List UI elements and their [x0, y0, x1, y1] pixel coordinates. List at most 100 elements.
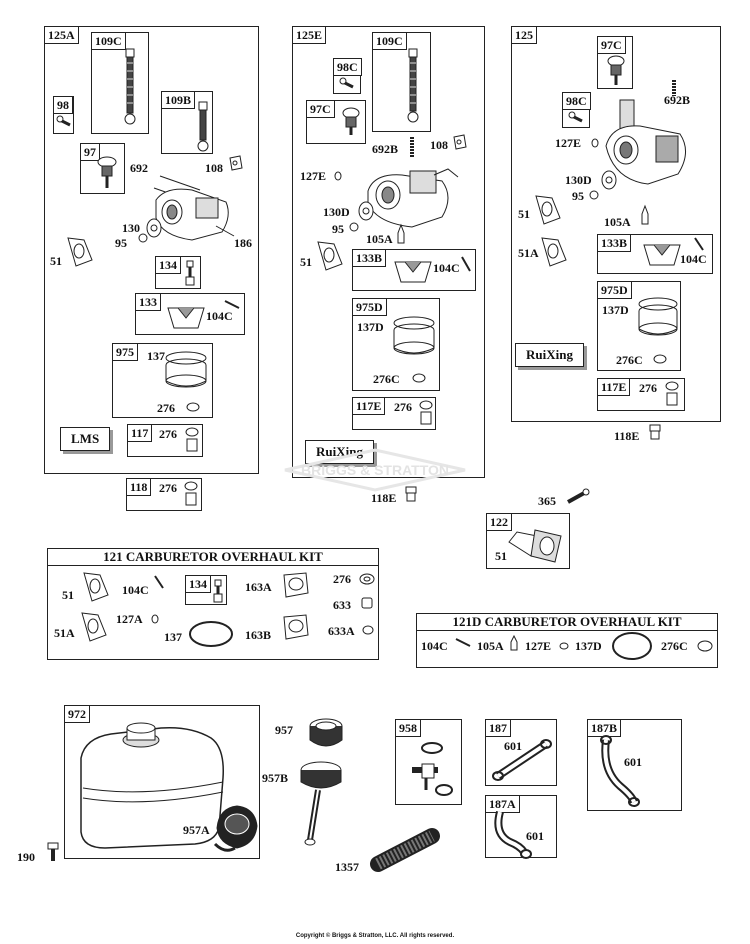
callout-601: 601 — [624, 755, 642, 769]
jet-icon — [213, 579, 223, 603]
panel-125: 125 — [511, 26, 721, 422]
callout-51A: 51A — [518, 246, 539, 260]
part-label[interactable]: 187 — [485, 719, 511, 737]
gasket-icon — [81, 612, 107, 642]
callout-108: 108 — [430, 138, 448, 152]
fuel-hose-icon — [370, 828, 440, 872]
needle-icon — [641, 204, 649, 225]
oring-icon — [334, 171, 342, 181]
gasket-icon — [146, 218, 162, 238]
callout-601: 601 — [526, 829, 544, 843]
callout-51: 51 — [300, 255, 312, 269]
callout-137D: 137D — [575, 639, 602, 653]
fuel-cap-icon — [309, 718, 343, 747]
part-label[interactable]: 98C — [333, 58, 362, 76]
callout-190: 190 — [17, 850, 35, 864]
callout-95: 95 — [332, 222, 344, 236]
part-label[interactable]: 975D — [597, 281, 632, 299]
part-972-box: 972 957A — [64, 705, 260, 859]
drain-screw-icon — [185, 427, 199, 452]
part-134-box: 134 — [185, 575, 227, 605]
part-133B-box: 133B 104C — [352, 249, 476, 291]
part-label[interactable]: 117E — [352, 397, 386, 415]
solenoid-icon — [97, 156, 117, 188]
callout-105A: 105A — [366, 232, 393, 246]
part-label[interactable]: 109B — [161, 91, 196, 109]
gasket-icon — [283, 572, 309, 598]
part-97-box: 97 — [80, 143, 125, 194]
part-label[interactable]: 117 — [127, 424, 153, 442]
callout-365: 365 — [538, 494, 556, 508]
spacer-icon — [508, 529, 562, 563]
callout-51: 51 — [62, 588, 74, 602]
part-label[interactable]: 109C — [91, 32, 126, 50]
panel-125A: 125A — [44, 26, 259, 474]
part-label[interactable]: 958 — [395, 719, 421, 737]
gasket-icon — [229, 155, 243, 171]
callout-276: 276 — [157, 401, 175, 415]
part-133B-box: 133B 104C — [597, 234, 713, 274]
callout-276C: 276C — [616, 353, 643, 367]
callout-104C: 104C — [421, 639, 448, 653]
float-icon — [643, 244, 681, 266]
callout-127E: 127E — [555, 136, 582, 150]
solenoid-icon — [342, 107, 360, 135]
callout-601: 601 — [504, 739, 522, 753]
callout-104C: 104C — [206, 309, 233, 323]
carburetor-icon — [153, 175, 235, 241]
callout-130D: 130D — [565, 173, 592, 187]
gasket-icon — [83, 572, 109, 602]
callout-276: 276 — [333, 572, 351, 586]
callout-137D: 137D — [357, 320, 384, 334]
callout-95: 95 — [572, 189, 584, 203]
callout-137D: 137D — [602, 303, 629, 317]
part-label[interactable]: 187A — [485, 795, 520, 813]
kit-title: 121D CARBURETOR OVERHAUL KIT — [417, 614, 717, 631]
oring-icon — [189, 621, 233, 647]
part-label[interactable]: 133 — [135, 293, 161, 311]
part-label[interactable]: 109C — [372, 32, 407, 50]
callout-276: 276 — [394, 400, 412, 414]
drain-screw-icon — [665, 381, 679, 406]
part-label[interactable]: 133B — [352, 249, 387, 267]
fuel-cap-gauge-icon — [300, 761, 342, 846]
carburetor-icon — [367, 168, 459, 228]
oring-icon — [559, 642, 569, 650]
part-label[interactable]: 133B — [597, 234, 632, 252]
part-109C-box: 109C — [91, 32, 149, 134]
fuel-line-icon — [494, 810, 532, 859]
part-label[interactable]: 975D — [352, 298, 387, 316]
part-label[interactable]: 122 — [486, 513, 512, 531]
callout-51: 51 — [495, 549, 507, 563]
part-label[interactable]: 98 — [53, 96, 73, 114]
part-187A-box: 187A 601 — [485, 795, 557, 859]
washer-icon — [359, 573, 375, 585]
callout-130: 130 — [122, 221, 140, 235]
part-label[interactable]: 117E — [597, 378, 631, 396]
bushing-icon — [361, 597, 373, 609]
part-label[interactable]: 118 — [126, 478, 152, 496]
kit-title: 121 CARBURETOR OVERHAUL KIT — [48, 549, 378, 566]
callout-692B: 692B — [372, 142, 399, 156]
part-label[interactable]: 134 — [155, 256, 181, 274]
part-187-box: 187 601 — [485, 719, 557, 786]
callout-137: 137 — [164, 630, 182, 644]
float-icon — [167, 307, 205, 329]
part-187B-box: 187B 601 — [587, 719, 682, 811]
part-label[interactable]: 972 — [64, 705, 90, 723]
part-label[interactable]: 98C — [562, 92, 591, 110]
spring-icon — [672, 80, 676, 96]
part-label[interactable]: 97C — [597, 36, 626, 54]
part-117E-box: 117E 276 — [597, 378, 685, 411]
part-label[interactable]: 134 — [185, 575, 211, 593]
part-label[interactable]: 975 — [112, 343, 138, 361]
part-label[interactable]: 97 — [80, 143, 100, 161]
screw-icon — [339, 77, 354, 89]
kit-121-panel: 121 CARBURETOR OVERHAUL KIT 51 104C 134 … — [47, 548, 379, 660]
part-label[interactable]: 97C — [306, 100, 335, 118]
fuel-valve-icon — [407, 48, 419, 123]
part-118-box: 118 276 — [126, 478, 202, 511]
part-98-box: 98 — [53, 96, 74, 134]
oring-icon — [612, 632, 652, 660]
screw-icon — [568, 111, 583, 123]
